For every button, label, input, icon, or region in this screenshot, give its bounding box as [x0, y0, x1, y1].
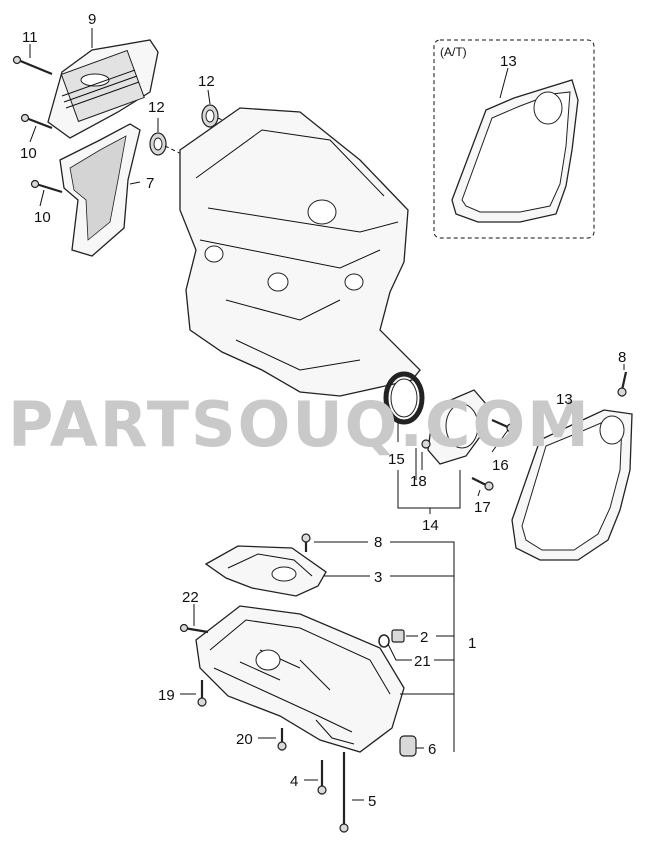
- rear-seal-housing[interactable]: [427, 389, 487, 465]
- automatic-transmission-box: [433, 39, 595, 239]
- callout-2: 2: [420, 629, 428, 646]
- callout-4: 4: [290, 773, 298, 790]
- callout-21: 21: [414, 653, 431, 670]
- bolt-4[interactable]: [317, 760, 327, 795]
- oil-seal-12-upper[interactable]: [201, 104, 219, 128]
- callout-10-lower: 10: [34, 209, 51, 226]
- callout-12-upper: 12: [198, 73, 215, 90]
- callout-12-lower: 12: [148, 99, 165, 116]
- dowel-18[interactable]: [421, 439, 431, 449]
- stud-22[interactable]: [179, 623, 209, 634]
- callout-7: 7: [146, 175, 154, 192]
- timing-belt-cover-upper[interactable]: [47, 39, 159, 139]
- callout-13-at: 13: [500, 53, 517, 70]
- callout-13: 13: [556, 391, 573, 408]
- callout-15: 15: [388, 451, 405, 468]
- callout-16: 16: [492, 457, 509, 474]
- cylinder-block: [179, 107, 421, 397]
- baffle-plate-3[interactable]: [204, 545, 327, 597]
- bolt-8-lower[interactable]: [301, 533, 311, 552]
- callout-3: 3: [374, 569, 382, 586]
- callout-5: 5: [368, 793, 376, 810]
- callout-11: 11: [22, 29, 38, 46]
- oil-seal-12-lower[interactable]: [149, 132, 167, 156]
- bolt-20[interactable]: [277, 728, 287, 751]
- bolt-10-lower[interactable]: [30, 179, 63, 194]
- callout-1: 1: [468, 635, 476, 652]
- bolt-8-upper[interactable]: [617, 371, 628, 397]
- at-variant-label: (A/T): [440, 45, 467, 59]
- drain-plug-2[interactable]: [391, 629, 405, 643]
- callout-9: 9: [88, 11, 96, 28]
- bolt-5[interactable]: [339, 752, 349, 833]
- rear-oil-seal-15[interactable]: [383, 371, 425, 425]
- callout-17: 17: [474, 499, 491, 516]
- bolt-19[interactable]: [197, 680, 207, 707]
- callout-20: 20: [236, 731, 253, 748]
- callout-19: 19: [158, 687, 175, 704]
- callout-8-lower: 8: [374, 534, 382, 551]
- bolt-17[interactable]: [471, 477, 494, 491]
- drain-gasket-21[interactable]: [378, 634, 390, 648]
- bolt-16[interactable]: [491, 418, 516, 433]
- watermark: PARTSOUQ.COM: [8, 388, 591, 461]
- cap-6[interactable]: [399, 735, 417, 757]
- bolt-10-upper[interactable]: [20, 113, 53, 130]
- callout-14: 14: [422, 517, 439, 534]
- callout-6: 6: [428, 741, 436, 758]
- callout-8-upper: 8: [618, 349, 626, 366]
- leader-lines: [29, 28, 625, 801]
- gasket-13[interactable]: [511, 409, 633, 561]
- callout-22: 22: [182, 589, 199, 606]
- oil-pan-1[interactable]: [195, 605, 405, 753]
- bolt-11[interactable]: [12, 55, 53, 76]
- timing-belt-cover-lower[interactable]: [59, 123, 141, 257]
- callout-18: 18: [410, 473, 427, 490]
- callout-10-upper: 10: [20, 145, 37, 162]
- gasket-13-at[interactable]: [451, 79, 579, 223]
